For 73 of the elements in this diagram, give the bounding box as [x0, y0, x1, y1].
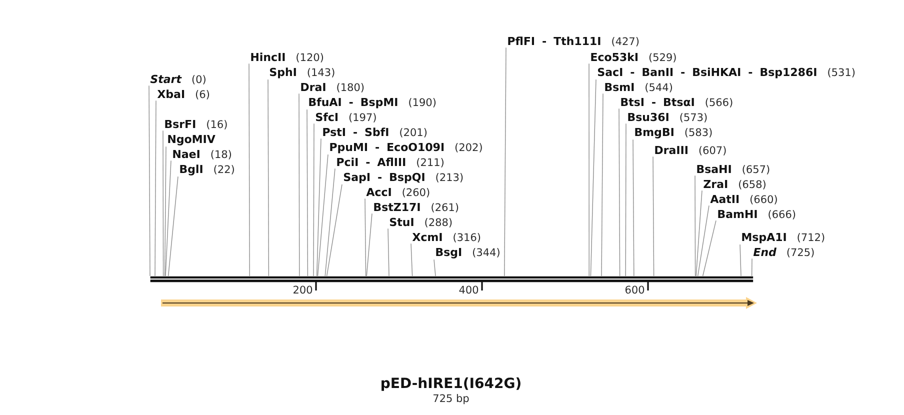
- tick-label: 200: [294, 286, 312, 294]
- site-label: ZraI (658): [704, 180, 766, 190]
- leader-line: [154, 100, 156, 276]
- leader-line: [268, 79, 270, 276]
- site-label: Bsu36I (573): [628, 112, 707, 122]
- site-label: XcmI (316): [412, 232, 480, 242]
- leader-line: [168, 176, 178, 276]
- leader-line: [504, 47, 506, 276]
- leader-line: [694, 175, 696, 276]
- leader-line: [588, 63, 590, 276]
- dna-backbone: [150, 276, 754, 282]
- site-label: PciI - AflIII (211): [337, 158, 444, 168]
- tick-label: 600: [626, 286, 644, 294]
- sequence-end-label: End (725): [753, 248, 814, 258]
- leader-line: [652, 156, 654, 276]
- leader-line: [298, 93, 300, 276]
- site-label: BstZ17I (261): [374, 202, 458, 212]
- map-title: pED-hIRE1(I642G): [382, 377, 520, 391]
- leader-line: [313, 123, 314, 276]
- leader-line: [697, 205, 710, 276]
- site-label: SapI - BspQI (213): [344, 172, 463, 184]
- site-label: BfuAI - BspMI (190): [309, 98, 436, 108]
- site-label: PpuMI - EcoO109I (202): [330, 142, 482, 154]
- leader-line: [248, 63, 250, 276]
- leader-line: [434, 259, 436, 276]
- site-label: DraIII (607): [655, 146, 726, 156]
- site-label: HincII (120): [251, 52, 324, 62]
- site-label: BsgI (344): [436, 248, 500, 258]
- site-label: AatII (660): [710, 194, 777, 204]
- leader-line: [165, 160, 172, 276]
- leader-line: [317, 154, 328, 276]
- leader-line: [751, 258, 752, 276]
- site-label: StuI (288): [390, 218, 452, 228]
- leader-line: [601, 93, 604, 276]
- site-label: MspA1I (712): [742, 232, 824, 244]
- leader-line: [364, 198, 366, 276]
- leader-line: [316, 138, 322, 276]
- leader-line: [632, 139, 634, 276]
- leader-line: [162, 130, 164, 276]
- site-label: SacI - BanII - BsiHKAI - Bsp1286I (531): [598, 68, 855, 78]
- site-label: BsaHI (657): [697, 164, 770, 174]
- leader-line: [148, 85, 150, 276]
- site-label: DraI (180): [301, 82, 364, 92]
- site-label: Eco53kI (529): [591, 52, 676, 62]
- leader-line: [324, 168, 336, 276]
- leader-line: [696, 190, 702, 276]
- leader-line: [740, 244, 742, 276]
- length-label: 725 bp: [434, 394, 469, 404]
- site-label: BsrFI (16): [165, 120, 227, 130]
- leader-line: [366, 213, 372, 276]
- site-label: BsmI (544): [605, 82, 672, 92]
- leader-line: [388, 228, 390, 276]
- site-label: SfcI (197): [316, 112, 376, 122]
- site-label: BamHI (666): [718, 210, 796, 220]
- leader-line: [410, 243, 413, 276]
- site-label: SphI (143): [270, 68, 334, 78]
- site-label: BtsI - BtsαI (566): [621, 98, 732, 108]
- sequence-end-label: Start (0): [150, 74, 206, 84]
- site-label: PstI - SbfI (201): [323, 128, 427, 138]
- leader-line: [326, 184, 342, 276]
- site-label: PflFI - Tth111I (427): [508, 36, 639, 46]
- leader-line: [625, 123, 626, 276]
- leader-line: [306, 109, 308, 276]
- site-label: BglI (22): [180, 164, 234, 176]
- site-label: BmgBI (583): [635, 128, 712, 138]
- leader-line: [618, 108, 620, 276]
- site-label: XbaI (6): [157, 90, 210, 100]
- leader-line: [164, 146, 166, 276]
- site-label: NaeI (18): [173, 150, 232, 160]
- site-label: AccI (260): [366, 188, 430, 198]
- leader-line: [590, 79, 596, 276]
- leader-line: [702, 220, 716, 276]
- site-label: NgoMIV: [168, 134, 216, 146]
